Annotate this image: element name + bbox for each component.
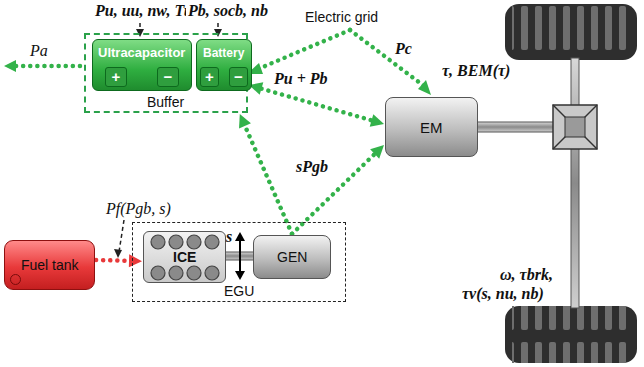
wheel-variables: τv(s, nu, nb) (460, 285, 546, 303)
power-label: Pc (393, 40, 414, 58)
wheel-variables: ω, τbrk, (498, 266, 555, 284)
node-title: EM (420, 119, 443, 136)
terminal-sign: − (157, 67, 179, 87)
auxiliary-power-arrowhead (4, 60, 16, 72)
generator-box: GEN (253, 235, 331, 279)
node-title: ICE (173, 249, 196, 265)
node-title: EGU (224, 283, 254, 299)
node-title: Fuel tank (21, 257, 79, 273)
buffer-group: Ultracapacitor+−Battery+−Buffer (84, 33, 248, 113)
engine-box: ICE (143, 231, 226, 283)
edge-label: sPgb (294, 158, 330, 176)
drive-shaft (476, 122, 556, 132)
ultracapacitor-box: Ultracapacitor + − (92, 39, 192, 91)
node-title: Battery (203, 46, 244, 60)
node-title: Ultracapacitor (98, 45, 185, 60)
power-flow-arrow (292, 145, 384, 234)
edge-label: Pu + Pb (272, 70, 330, 88)
tire (505, 306, 637, 363)
electric-machine-box: EM (385, 97, 478, 157)
axle (571, 58, 579, 308)
state-variables: Pb, socb, nb (186, 2, 270, 20)
terminal-sign: + (200, 67, 219, 87)
speed-arrow (235, 232, 245, 280)
terminal-sign: + (105, 67, 127, 87)
speed-label: s (224, 228, 234, 246)
fuel-power-label: Pf(Pgb, s) (104, 200, 173, 218)
power-flow-arrow (249, 82, 384, 126)
terminal-sign: − (229, 67, 248, 87)
tank-cap (10, 274, 21, 285)
egu-group: ICE GEN EGU (132, 222, 346, 302)
tire (505, 4, 637, 60)
power-label: Pa (28, 42, 50, 60)
source-name: Electric grid (303, 8, 380, 26)
node-title: Buffer (147, 94, 184, 110)
battery-box: Battery +− (196, 39, 252, 91)
torque-label: τ, BEM(τ) (440, 62, 512, 80)
fuel-tank-box: Fuel tank (4, 240, 95, 290)
grid-arrowhead (247, 63, 431, 95)
fuel-flow-arrow (96, 254, 142, 267)
node-title: GEN (277, 249, 307, 265)
power-flow-arrow (239, 114, 292, 234)
auxiliary-power-line (16, 64, 80, 69)
state-variables: Pu, uu, nw, Tu (93, 2, 195, 20)
differential (553, 105, 597, 149)
